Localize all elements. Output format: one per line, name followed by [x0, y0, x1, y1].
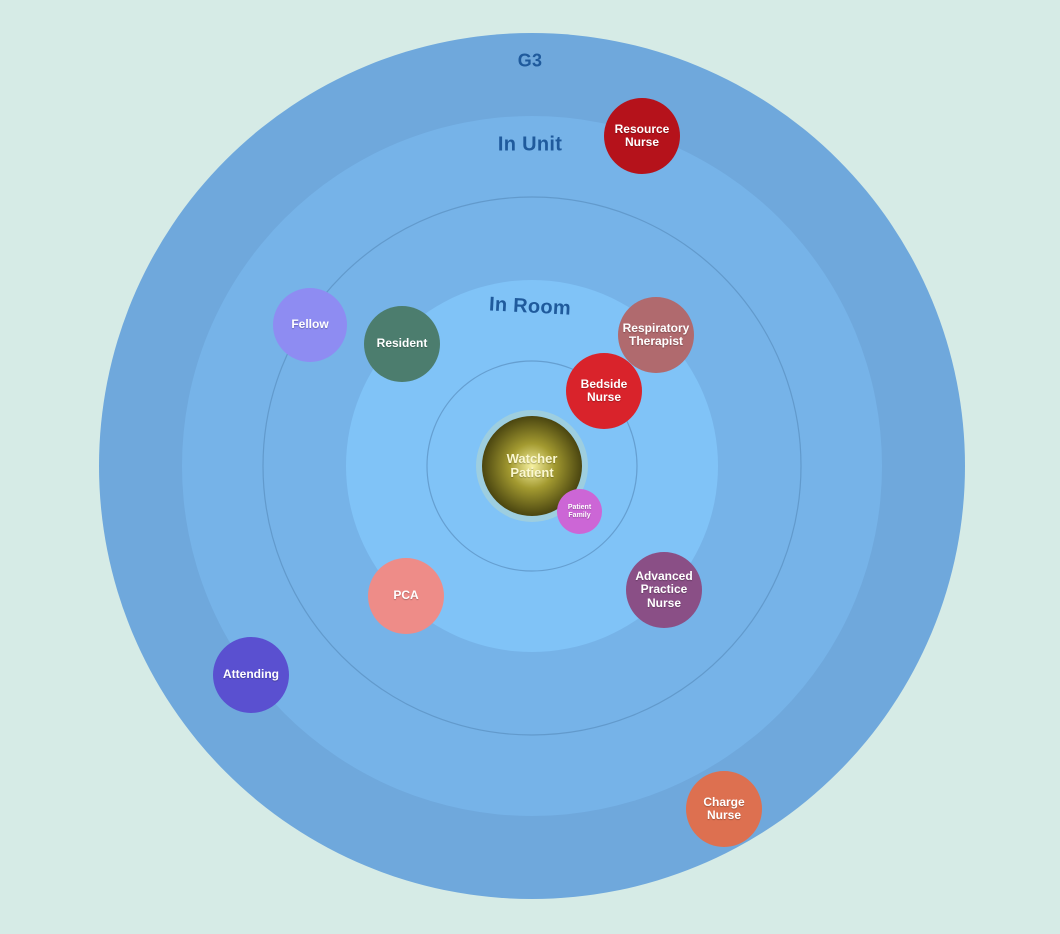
- attending-node[interactable]: Attending: [213, 637, 289, 713]
- charge-nurse-node[interactable]: Charge Nurse: [686, 771, 762, 847]
- patient-family-node[interactable]: Patient Family: [557, 489, 602, 534]
- g3-zone-label: G3: [517, 50, 543, 71]
- pca-node[interactable]: PCA: [368, 558, 444, 634]
- resident-label: Resident: [376, 336, 428, 351]
- attending-label: Attending: [223, 667, 279, 682]
- resource-nurse-label: Resource Nurse: [614, 121, 670, 149]
- unit-zone-label: In Unit: [497, 133, 563, 156]
- bedside-nurse-label: Bedside Nurse: [580, 376, 628, 404]
- resident-node[interactable]: Resident: [364, 306, 440, 382]
- pca-label: PCA: [393, 588, 419, 603]
- patient-family-label: Patient Family: [567, 503, 592, 519]
- fellow-node[interactable]: Fellow: [273, 288, 347, 362]
- respiratory-therapist-label: Respiratory Therapist: [622, 320, 690, 348]
- room-inner-divider: [426, 360, 638, 572]
- advanced-practice-nurse-label: Advanced Practice Nurse: [635, 569, 693, 610]
- bedside-nurse-node[interactable]: Bedside Nurse: [566, 353, 642, 429]
- fellow-label: Fellow: [291, 317, 329, 332]
- advanced-practice-nurse-node[interactable]: Advanced Practice Nurse: [626, 552, 702, 628]
- unit-inner-divider: [262, 196, 802, 736]
- watcher-patient-label: Watcher Patient: [506, 450, 558, 480]
- resource-nurse-node[interactable]: Resource Nurse: [604, 98, 680, 174]
- respiratory-therapist-node[interactable]: Respiratory Therapist: [618, 297, 694, 373]
- room-zone-label: In Room: [488, 293, 572, 320]
- watcher-patient-node[interactable]: [482, 416, 582, 516]
- charge-nurse-label: Charge Nurse: [703, 794, 745, 822]
